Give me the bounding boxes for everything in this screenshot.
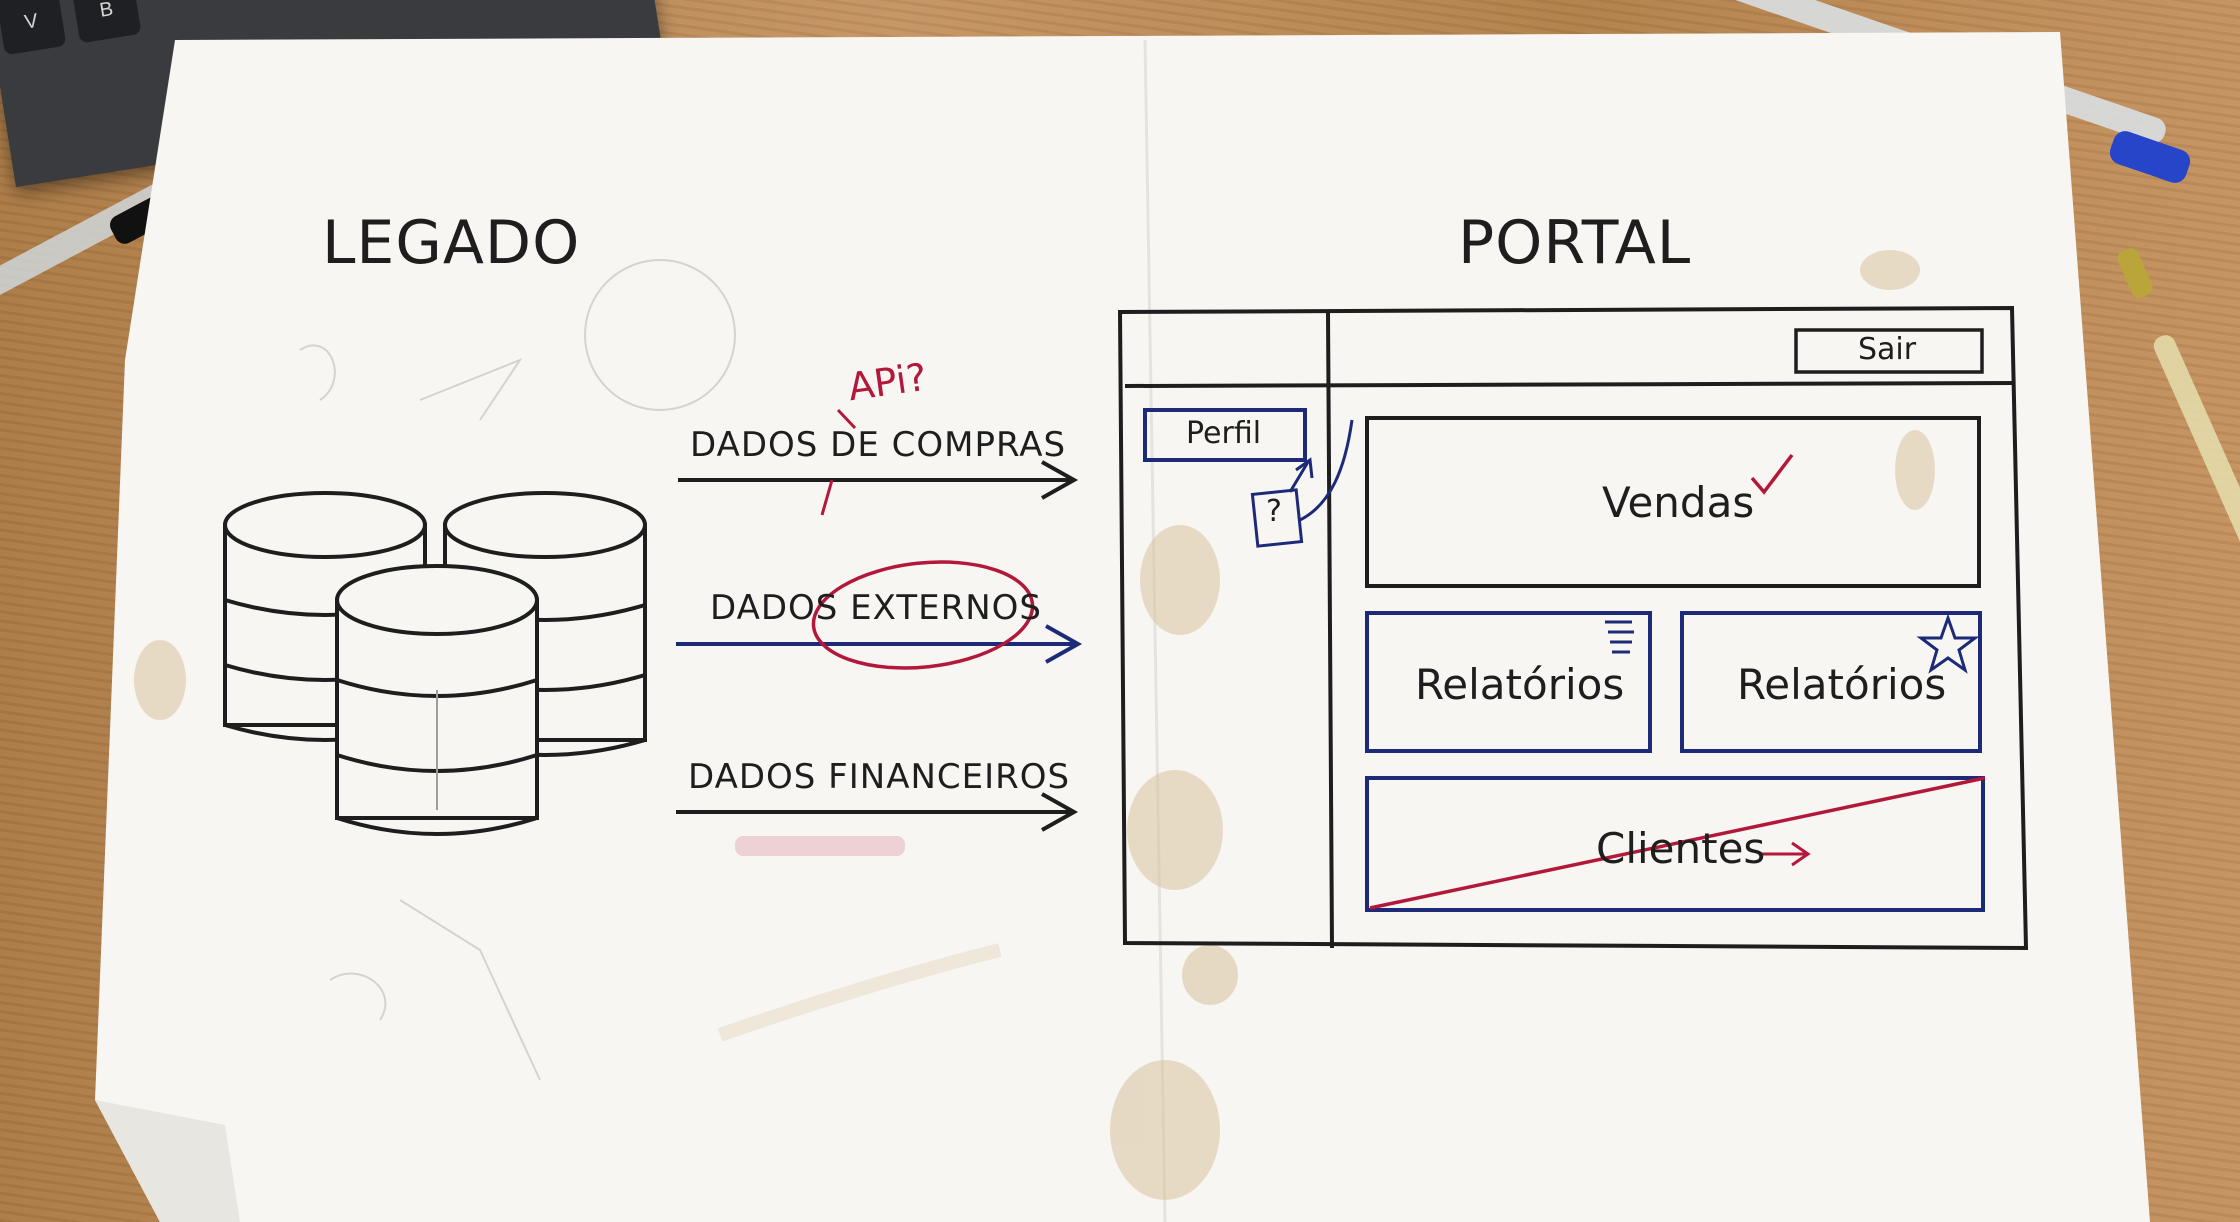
pen-right	[2117, 248, 2240, 640]
sales-panel-label[interactable]: Vendas	[1602, 478, 1755, 527]
reports-right-frame	[1680, 611, 1982, 753]
api-caret-mark	[820, 408, 857, 516]
erased-pencil-marks	[299, 259, 736, 1081]
legacy-databases	[223, 491, 647, 836]
coffee-stains	[134, 250, 1935, 1200]
flow-label-external: DADOS EXTERNOS	[710, 588, 1043, 628]
logout-button-frame	[1794, 328, 1984, 374]
flow-arrow-external	[676, 624, 1083, 664]
flow-arrow-financial	[676, 792, 1079, 832]
portal-title: PORTAL	[1458, 208, 1692, 278]
clients-panel-label[interactable]: Clientes	[1596, 824, 1766, 873]
logout-button[interactable]: Sair	[1858, 332, 1917, 367]
sidebar-item-frame	[1143, 408, 1307, 462]
clients-panel-frame	[1365, 776, 1985, 912]
database-cylinder-front	[335, 564, 539, 836]
sales-panel-frame	[1365, 416, 1981, 588]
flow-label-financial: DADOS FINANCEIROS	[688, 757, 1071, 797]
help-box[interactable]: ?	[1266, 494, 1282, 529]
reports-star-icon	[1916, 613, 1980, 674]
portal-wireframe	[1117, 305, 2029, 951]
flow-arrow-purchases	[678, 460, 1079, 500]
external-circle-annotation	[811, 560, 1035, 670]
clients-arrow	[1760, 841, 1811, 867]
help-connector	[1250, 419, 1354, 548]
flow-label-purchases: DADOS DE COMPRAS	[690, 425, 1067, 465]
sales-checkmark	[1750, 453, 1794, 495]
legacy-title: LEGADO	[322, 208, 581, 278]
sidebar-item-profile[interactable]: Perfil	[1186, 416, 1262, 451]
reports-left-label[interactable]: Relatórios	[1415, 660, 1625, 709]
erased-red-scribble	[735, 836, 905, 856]
reports-right-label[interactable]: Relatórios	[1737, 660, 1947, 709]
reports-left-corner-icon	[1605, 620, 1634, 654]
reports-left-frame	[1365, 611, 1652, 753]
clients-strikethrough	[1369, 776, 1986, 910]
